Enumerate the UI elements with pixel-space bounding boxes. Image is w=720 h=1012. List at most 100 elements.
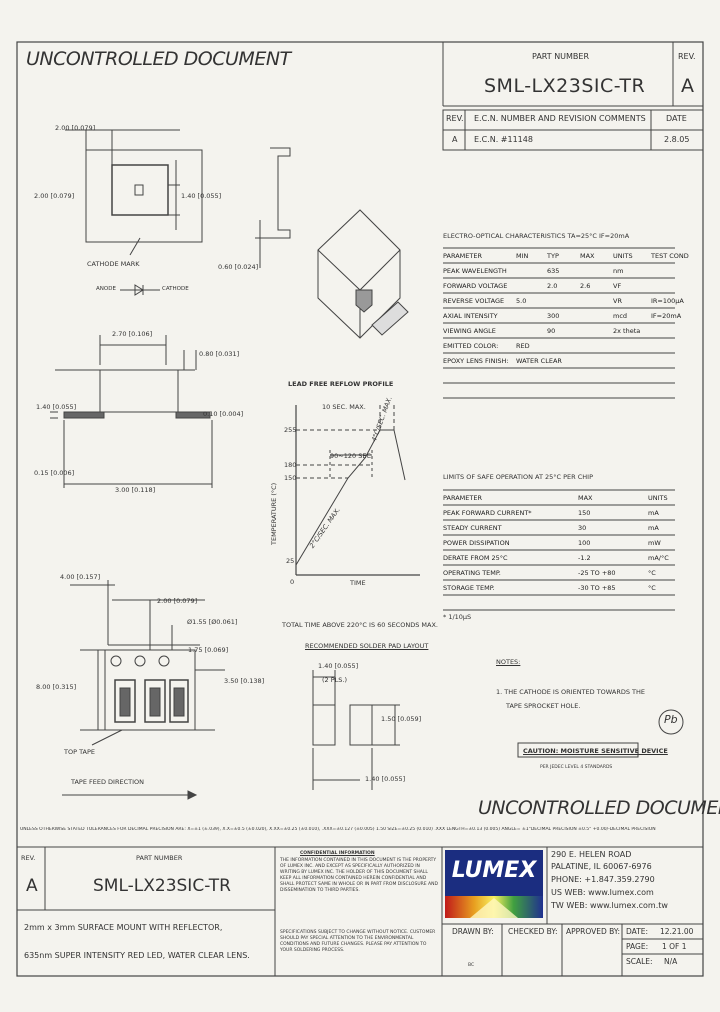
description-line-1: 2mm x 3mm SURFACE MOUNT WITH REFLECTOR, xyxy=(24,923,223,932)
limits-cell: MAX xyxy=(578,494,593,502)
limits-cell: mW xyxy=(648,539,661,547)
electro-cell: VIEWING ANGLE xyxy=(443,327,496,335)
svg-text:LUMEX: LUMEX xyxy=(452,858,538,883)
part-number: SML-LX23SIC-TR xyxy=(484,75,646,97)
electro-cell: PARAMETER xyxy=(443,252,482,260)
electro-cell: 5.0 xyxy=(516,297,527,305)
limits-row: STORAGE TEMP.-30 TO +85°C xyxy=(443,581,673,596)
electro-cell: IF=20mA xyxy=(651,312,682,320)
electro-cell: VF xyxy=(613,282,622,290)
limits-row: OPERATING TEMP. -25 TO +80 °C xyxy=(443,566,673,581)
dim-bottom-pad: 0.15 [0.006] xyxy=(34,469,75,477)
electro-row: EPOXY LENS FINISH:WATER CLEAR xyxy=(443,354,673,369)
dim-inner: 1.40 [0.055] xyxy=(181,192,222,200)
reflow-zone-note: 90~120 SEC. xyxy=(330,452,374,460)
address-1: 290 E. HELEN ROAD xyxy=(551,850,632,859)
footer-pn-label: PART NUMBER xyxy=(136,854,183,862)
description-line-2: 635nm SUPER INTENSITY RED LED, WATER CLE… xyxy=(24,951,250,960)
limits-cell: PARAMETER xyxy=(443,494,482,502)
reflow-ytick-25: 25 xyxy=(286,557,295,565)
rev-value: A xyxy=(681,75,694,97)
limits-cell: PEAK FORWARD CURRENT* xyxy=(443,509,532,517)
footer-pn: SML-LX23SIC-TR xyxy=(93,876,231,896)
limits-cell: mA xyxy=(648,524,659,532)
electro-cell: 2.6 xyxy=(580,282,591,290)
electro-cell: mcd xyxy=(613,312,628,320)
tape-width: 8.00 [0.315] xyxy=(36,683,77,691)
electro-cell: 300 xyxy=(547,312,560,320)
limits-cell: DERATE FROM 25°C xyxy=(443,554,508,562)
tape-hole-dia: Ø1.55 [Ø0.061] xyxy=(187,618,238,626)
rev-label: REV. xyxy=(678,52,696,61)
confidential-title: CONFIDENTIAL INFORMATION xyxy=(300,851,375,856)
limits-cell: mA/°C xyxy=(648,554,669,562)
limits-footnote: * 1/10μS xyxy=(443,613,472,621)
dim-left-height: 2.00 [0.079] xyxy=(34,192,75,200)
part-number-label: PART NUMBER xyxy=(532,52,590,61)
limits-cell: °C xyxy=(648,569,656,577)
reflow-total-note: TOTAL TIME ABOVE 220°C IS 60 SECONDS MAX… xyxy=(282,621,438,629)
reflow-title: LEAD FREE REFLOW PROFILE xyxy=(288,380,394,388)
tape-center: 3.50 [0.138] xyxy=(224,677,265,685)
limits-cell: -1.2 xyxy=(578,554,591,562)
electro-cell: nm xyxy=(613,267,624,275)
limits-cell: OPERATING TEMP. xyxy=(443,569,501,577)
cathode-label: CATHODE xyxy=(162,286,189,292)
date-value: 12.21.00 xyxy=(660,927,694,936)
reflow-xlabel: TIME xyxy=(350,579,366,587)
electro-cell: TYP xyxy=(547,252,559,260)
reflow-ytick-255: 255 xyxy=(284,426,297,434)
electro-title: ELECTRO-OPTICAL CHARACTERISTICS TA=25°C … xyxy=(443,232,630,240)
reflow-ytick-150: 150 xyxy=(284,474,297,482)
tape-hole-pitch: 2.00 [0.079] xyxy=(157,597,198,605)
rev-table-header-rev: REV. xyxy=(446,114,464,123)
pb-free-mark: Pb xyxy=(664,713,678,726)
reflow-ytick-0: 0 xyxy=(290,578,295,586)
top-tape-label: TOP TAPE xyxy=(64,748,96,756)
limits-cell: -25 TO +80 xyxy=(578,569,616,577)
dim-pad-height: 1.40 [0.055] xyxy=(36,403,77,411)
electro-cell: 2x theta xyxy=(613,327,641,335)
limits-cell: 100 xyxy=(578,539,591,547)
limits-cell: mA xyxy=(648,509,659,517)
approved-by-label: APPROVED BY: xyxy=(566,927,621,936)
checked-by-label: CHECKED BY: xyxy=(508,927,558,936)
uncontrolled-document-bottom: UNCONTROLLED DOCUMENT xyxy=(478,797,720,819)
electro-cell: EMITTED COLOR: xyxy=(443,342,499,350)
solder-pls: (2 PLS.) xyxy=(322,676,348,684)
notes-title: NOTES: xyxy=(496,658,521,666)
reflow-ytick-180: 180 xyxy=(284,461,297,469)
limits-row: DERATE FROM 25°C -1.2 mA/°C xyxy=(443,551,673,566)
electro-row: VIEWING ANGLE 90 2x theta xyxy=(443,324,673,339)
limits-cell: STEADY CURRENT xyxy=(443,524,502,532)
solder-pad-w: 1.40 [0.055] xyxy=(318,662,359,670)
electro-cell: 90 xyxy=(547,327,556,335)
cathode-mark-label: CATHODE MARK xyxy=(87,260,140,268)
rev-table-ecn: E.C.N. #11148 xyxy=(474,135,533,144)
electro-row: REVERSE VOLTAGE 5.0 VR IR=100μA xyxy=(443,294,684,309)
tape-pitch: 4.00 [0.157] xyxy=(60,573,101,581)
tolerance-note: UNLESS OTHERWISE STATED TOLERANCES FOR D… xyxy=(20,827,656,832)
dim-top-width: 2.00 [0.079] xyxy=(55,124,96,132)
electro-cell: TEST COND xyxy=(651,252,689,260)
tape-feed-label: TAPE FEED DIRECTION xyxy=(71,778,144,786)
electro-cell: PEAK WAVELENGTH xyxy=(443,267,507,275)
dim-length: 3.00 [0.118] xyxy=(115,486,156,494)
rev-table-rev: A xyxy=(452,135,458,144)
phone: PHONE: +1.847.359.2790 xyxy=(551,875,655,884)
dim-right-height: 0.60 [0.024] xyxy=(218,263,259,271)
limits-title: LIMITS OF SAFE OPERATION AT 25°C PER CHI… xyxy=(443,473,593,481)
electro-row: EMITTED COLOR:RED xyxy=(443,339,673,354)
tape-edge: 1.75 [0.069] xyxy=(188,646,229,654)
solder-pad-h: 1.50 [0.059] xyxy=(381,715,422,723)
electro-cell: REVERSE VOLTAGE xyxy=(443,297,505,305)
confidential-text: THE INFORMATION CONTAINED IN THIS DOCUME… xyxy=(280,858,438,893)
electro-cell: VR xyxy=(613,297,622,305)
rev-table-header-ecn: E.C.N. NUMBER AND REVISION COMMENTS xyxy=(474,114,646,123)
electro-cell: IR=100μA xyxy=(651,297,684,305)
